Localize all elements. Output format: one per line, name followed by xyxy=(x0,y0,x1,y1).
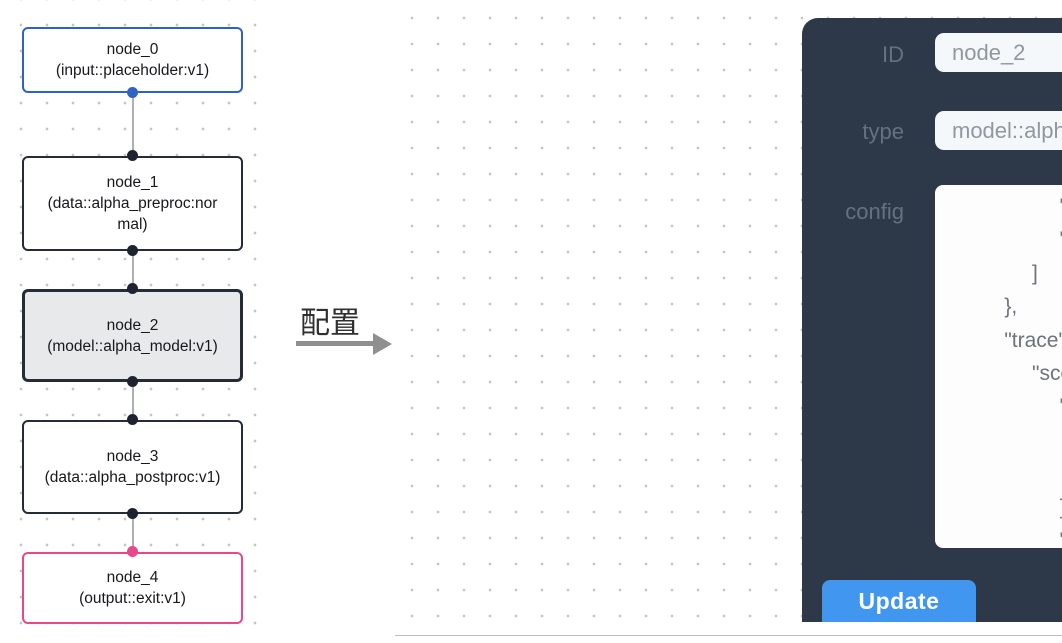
port-node1-output[interactable] xyxy=(127,245,138,256)
graph-node-node_3[interactable]: node_3 (data::alpha_postproc:v1) xyxy=(22,420,243,514)
graph-node-node_0[interactable]: node_0 (input::placeholder:v1) xyxy=(22,27,243,93)
node-title: node_0 xyxy=(106,41,159,58)
node-subtitle: (data::alpha_preproc:normal) xyxy=(47,195,218,233)
config-field-label: config xyxy=(845,199,904,224)
edge-node2-node3 xyxy=(131,382,134,420)
type-field-input[interactable] xyxy=(935,111,1062,150)
config-json-text: "raw_action", "pred" ] }, "trace": { "sc… xyxy=(1004,195,1062,548)
port-node3-input[interactable] xyxy=(127,414,138,425)
port-node2-output[interactable] xyxy=(127,376,138,387)
right-arrow-head-icon xyxy=(373,332,392,355)
right-arrow-icon xyxy=(296,341,375,346)
edge-node0-node1 xyxy=(131,93,134,156)
id-field-input[interactable] xyxy=(935,33,1062,72)
type-field-label: type xyxy=(862,119,904,144)
port-node1-input[interactable] xyxy=(127,150,138,161)
node-subtitle: (input::placeholder:v1) xyxy=(55,62,210,79)
edge-node1-node2 xyxy=(131,251,134,289)
update-button[interactable]: Update xyxy=(822,580,976,622)
port-node3-output[interactable] xyxy=(127,508,138,519)
node-title: node_2 xyxy=(106,316,159,334)
graph-node-node_2-selected[interactable]: node_2 (model::alpha_model:v1) xyxy=(22,289,243,382)
port-node0-output[interactable] xyxy=(127,87,138,98)
port-node4-input[interactable] xyxy=(127,546,138,557)
graph-node-node_4[interactable]: node_4 (output::exit:v1) xyxy=(22,552,243,624)
transition-label: 配置 xyxy=(300,307,360,340)
graph-node-node_1[interactable]: node_1 (data::alpha_preproc:normal) xyxy=(22,156,243,251)
node-title: node_4 xyxy=(106,569,159,586)
edge-node3-node4 xyxy=(131,514,134,552)
port-node2-input[interactable] xyxy=(127,283,138,294)
id-field-label: ID xyxy=(882,42,904,67)
node-subtitle: (output::exit:v1) xyxy=(79,590,186,607)
node-title: node_3 xyxy=(106,448,159,465)
node-subtitle: (model::alpha_model:v1) xyxy=(47,337,218,355)
node-title: node_1 xyxy=(106,174,159,191)
config-textarea[interactable]: "raw_action", "pred" ] }, "trace": { "sc… xyxy=(935,185,1062,548)
panel-canvas: ID type config "raw_action", "pred" ] },… xyxy=(395,0,1062,636)
node-subtitle: (data::alpha_postproc:v1) xyxy=(44,469,221,486)
node-config-panel: ID type config "raw_action", "pred" ] },… xyxy=(802,18,1062,622)
graph-canvas[interactable]: node_0 (input::placeholder:v1) node_1 (d… xyxy=(0,0,268,643)
